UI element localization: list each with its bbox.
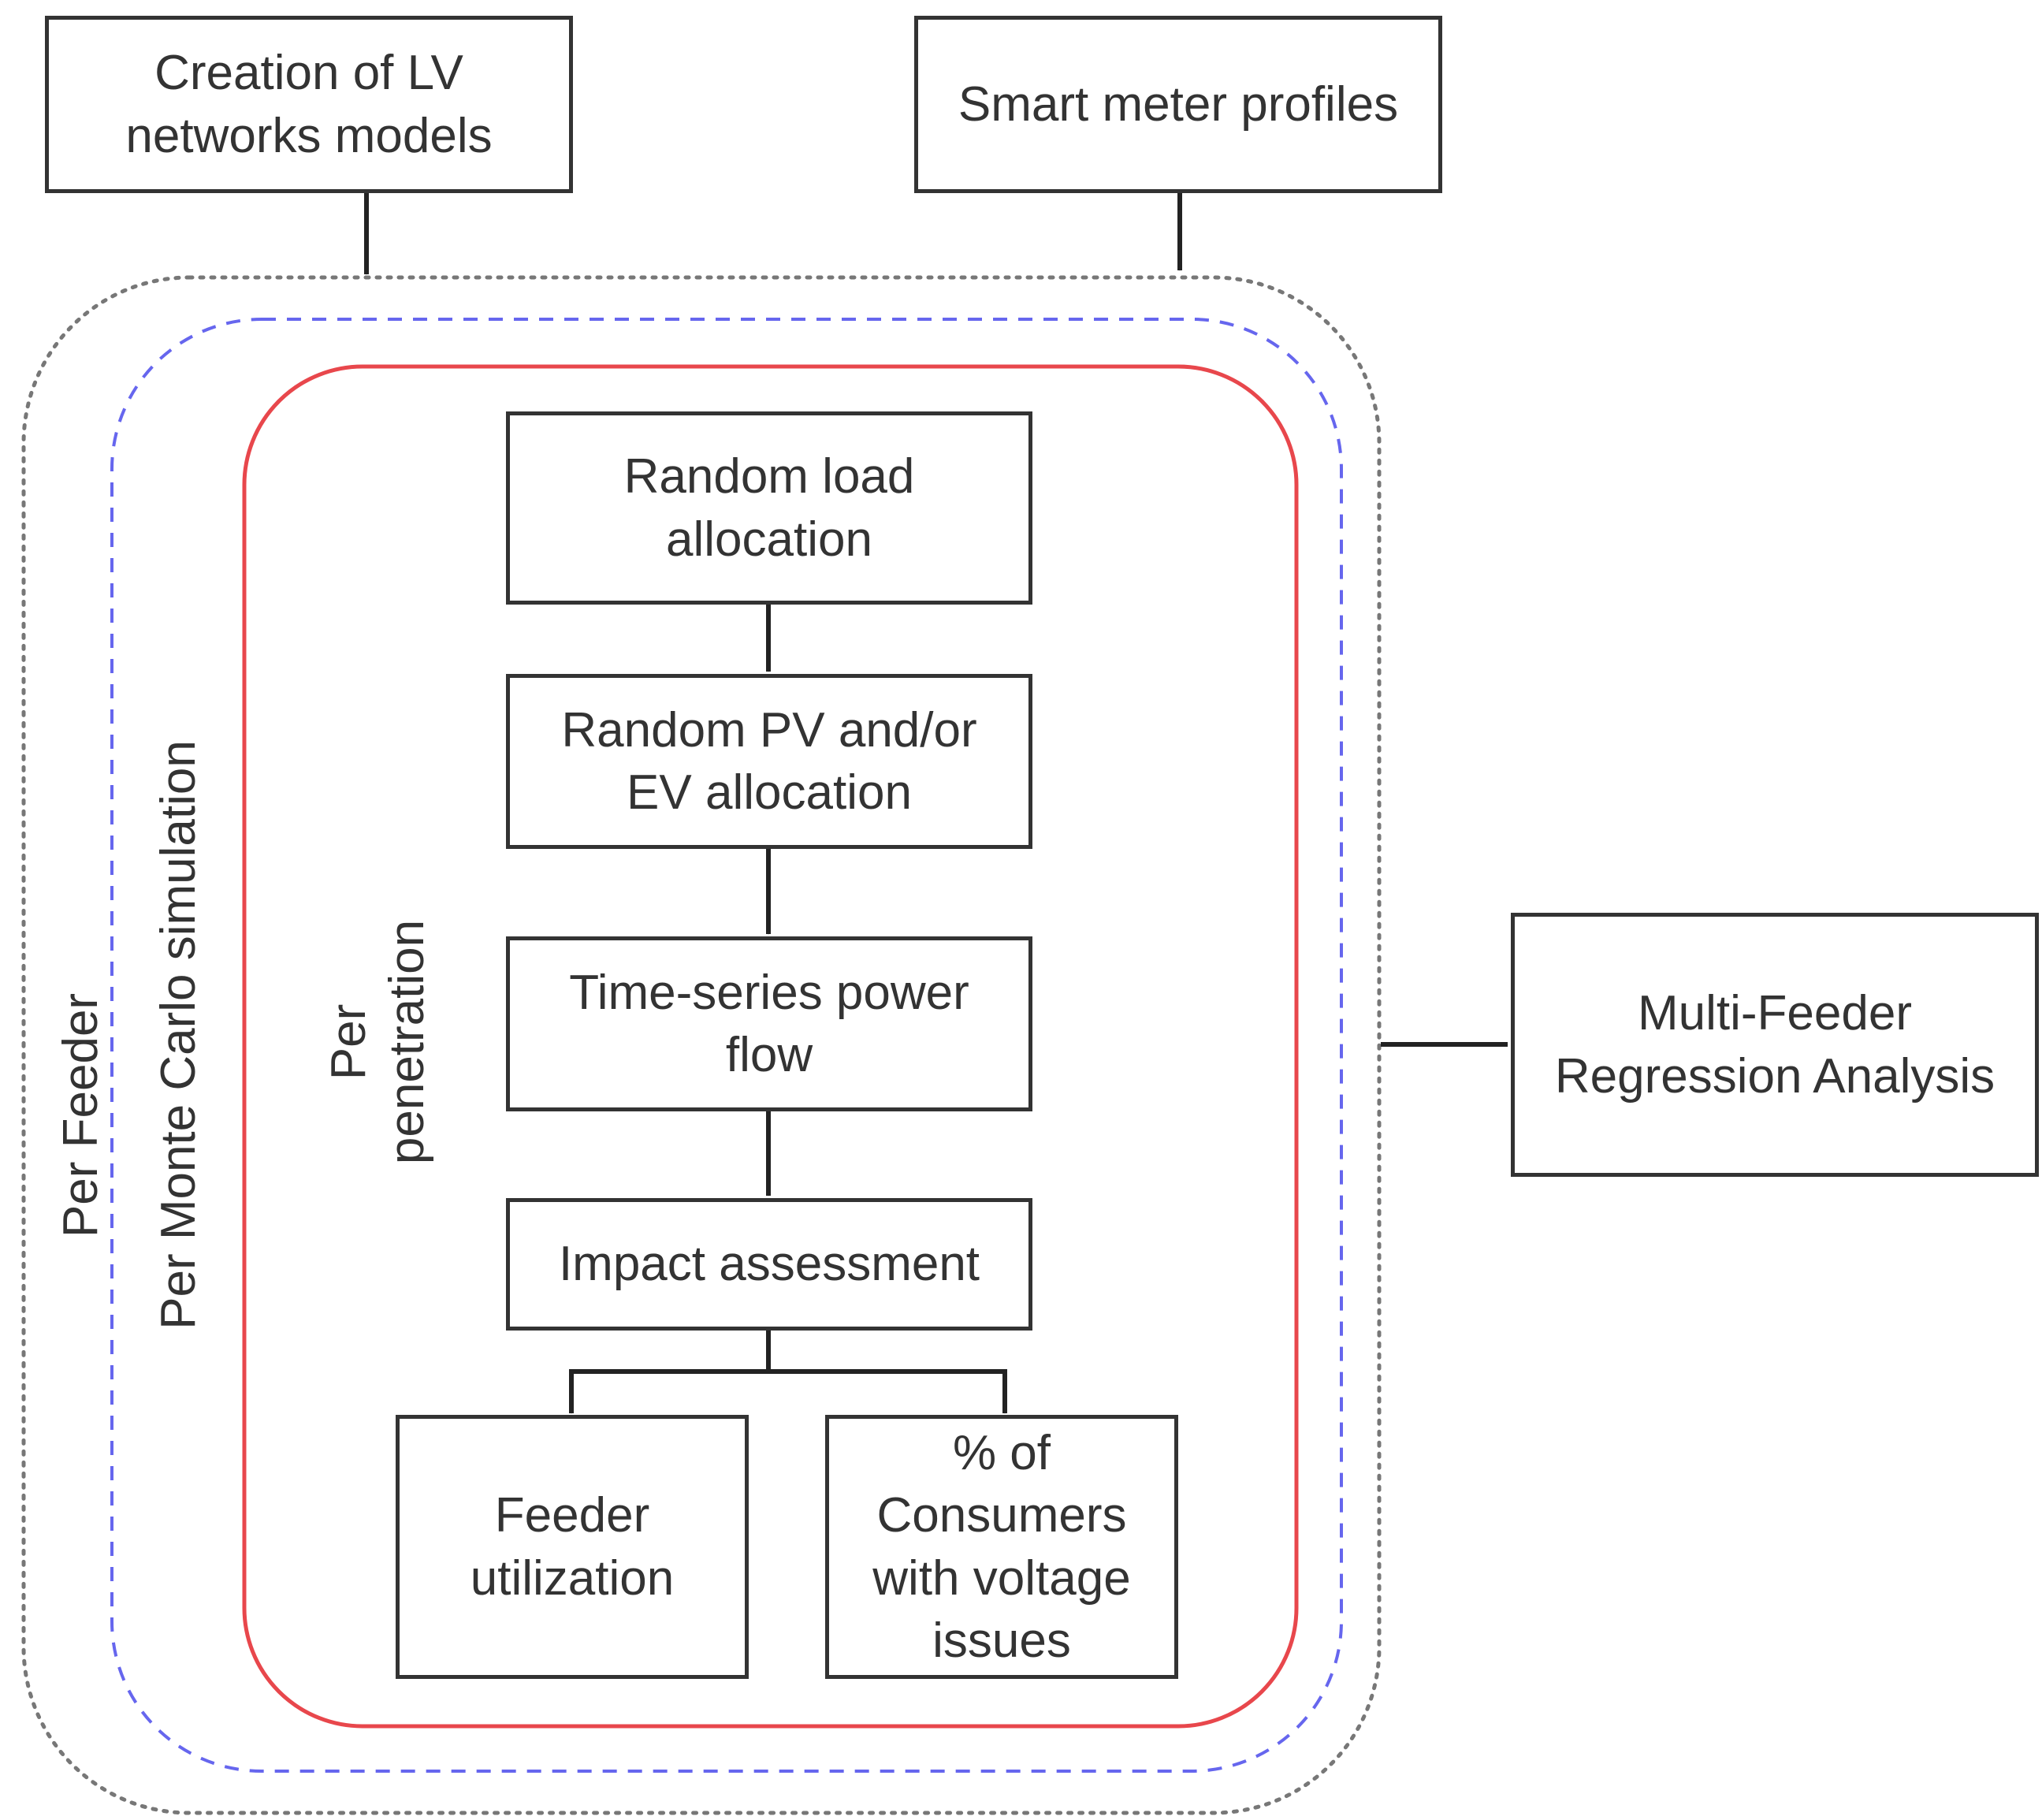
per-monte-carlo-label: Per Monte Carlo simulation <box>151 740 206 1330</box>
consumers-voltage-issues-box: % of Consumers with voltage issues <box>825 1415 1178 1679</box>
penetration-container <box>242 364 1299 1729</box>
smart-meter-profiles-box: Smart meter profiles <box>914 16 1442 193</box>
lv-network-models-box: Creation of LV networks models <box>45 16 573 193</box>
random-pv-ev-allocation-box: Random PV and/or EV allocation <box>506 674 1032 849</box>
arrow-impact-split-left <box>569 1328 771 1414</box>
per-penetration-label: Per penetration <box>321 919 434 1165</box>
impact-assessment-box: Impact assessment <box>506 1198 1032 1331</box>
feeder-utilization-box: Feeder utilization <box>396 1415 749 1679</box>
monte-carlo-container <box>110 318 1343 1773</box>
per-feeder-label: Per Feeder <box>53 992 108 1238</box>
arrow-impact-split-right <box>768 1369 1007 1414</box>
per-feeder-container <box>21 275 1382 1815</box>
multi-feeder-regression-box: Multi-Feeder Regression Analysis <box>1511 913 2039 1177</box>
time-series-power-flow-box: Time-series power flow <box>506 936 1032 1111</box>
random-load-allocation-box: Random load allocation <box>506 411 1032 605</box>
